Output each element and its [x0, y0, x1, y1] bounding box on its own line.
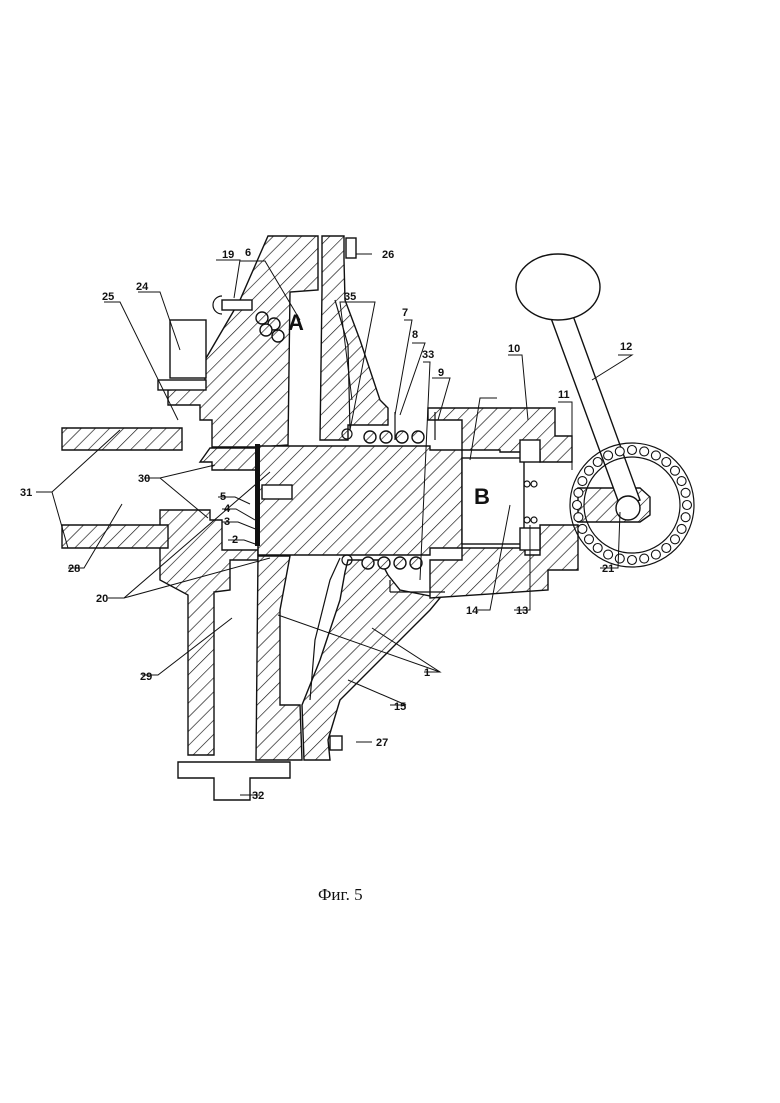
inlet-pipe-lower	[62, 525, 168, 548]
sensor-flange	[158, 380, 206, 390]
label-28: 29	[140, 671, 152, 683]
inlet-pipe-upper	[62, 428, 182, 450]
central-shaft	[258, 446, 462, 555]
label-1: 1	[424, 667, 430, 679]
lever-weight	[516, 254, 600, 320]
label-32: 33	[422, 349, 434, 361]
label-26-bottom: 27	[376, 737, 388, 749]
bearing-ball	[662, 458, 671, 467]
spring-lower	[362, 557, 422, 569]
cover-right-lower	[302, 560, 440, 760]
key-5	[262, 485, 292, 499]
label-3: 3	[224, 516, 230, 528]
figure-caption: Фиг. 5	[318, 885, 363, 904]
spring-upper	[364, 431, 424, 443]
housing-lower-mid-wall	[256, 556, 302, 760]
label-14: 14	[466, 605, 479, 617]
bearing-ball	[677, 524, 686, 533]
bearing-ball	[574, 488, 583, 497]
label-5: 5	[220, 491, 226, 503]
label-27: 28	[68, 563, 80, 575]
label-30: 31	[20, 487, 32, 499]
region-b-label: B	[474, 484, 490, 509]
bearing-ball	[604, 451, 613, 460]
bearing-ball	[578, 524, 587, 533]
bearing-ball	[574, 513, 583, 522]
bearing-ball	[640, 554, 649, 563]
drain-plug	[178, 762, 290, 800]
bearing-ball	[671, 466, 680, 475]
seal-plate	[255, 444, 260, 546]
label-12: 12	[620, 341, 632, 353]
bearing-ball	[585, 466, 594, 475]
label-24: 24	[136, 281, 149, 293]
bearing-ball	[628, 556, 637, 565]
bearing-ball	[681, 488, 690, 497]
bearing-ball	[681, 513, 690, 522]
housing-left-lower	[160, 510, 258, 755]
label-20: 20	[96, 593, 108, 605]
label-8: 8	[412, 329, 418, 341]
bearing-ball	[671, 535, 680, 544]
bearing-ball	[651, 550, 660, 559]
bearing-ball	[651, 451, 660, 460]
bearing-ball	[628, 446, 637, 455]
bearing-ball	[573, 501, 582, 510]
label-2: 2	[232, 534, 238, 546]
bearing-ball	[593, 544, 602, 553]
label-4: 4	[224, 503, 231, 515]
label-11: 11	[558, 389, 570, 401]
label-29: 30	[138, 473, 150, 485]
label-26-top: 26	[382, 249, 394, 261]
chamber-b	[462, 458, 524, 544]
label-15: 15	[394, 701, 406, 713]
bolt-19	[222, 300, 252, 310]
label-6: 6	[245, 247, 251, 259]
bearing-ball	[578, 477, 587, 486]
region-a-label: A	[288, 310, 304, 335]
bearing-ball	[677, 477, 686, 486]
label-31: 32	[252, 790, 264, 802]
label-25: 25	[102, 291, 114, 303]
label-9: 9	[438, 367, 444, 379]
bearing-ball	[604, 550, 613, 559]
bearing-ball	[662, 544, 671, 553]
label-7: 7	[402, 307, 408, 319]
bearing-ball	[615, 554, 624, 563]
label-21: 21	[602, 563, 614, 575]
bearing-ball	[615, 447, 624, 456]
label-10: 10	[508, 343, 520, 355]
label-13: 13	[516, 605, 528, 617]
bearing-ball	[585, 535, 594, 544]
label-33: 35	[344, 291, 356, 303]
sensor-body	[170, 320, 206, 378]
bearing-ball	[593, 458, 602, 467]
label-19: 19	[222, 249, 234, 261]
bearing-ball	[640, 447, 649, 456]
bearing-ball	[683, 501, 692, 510]
